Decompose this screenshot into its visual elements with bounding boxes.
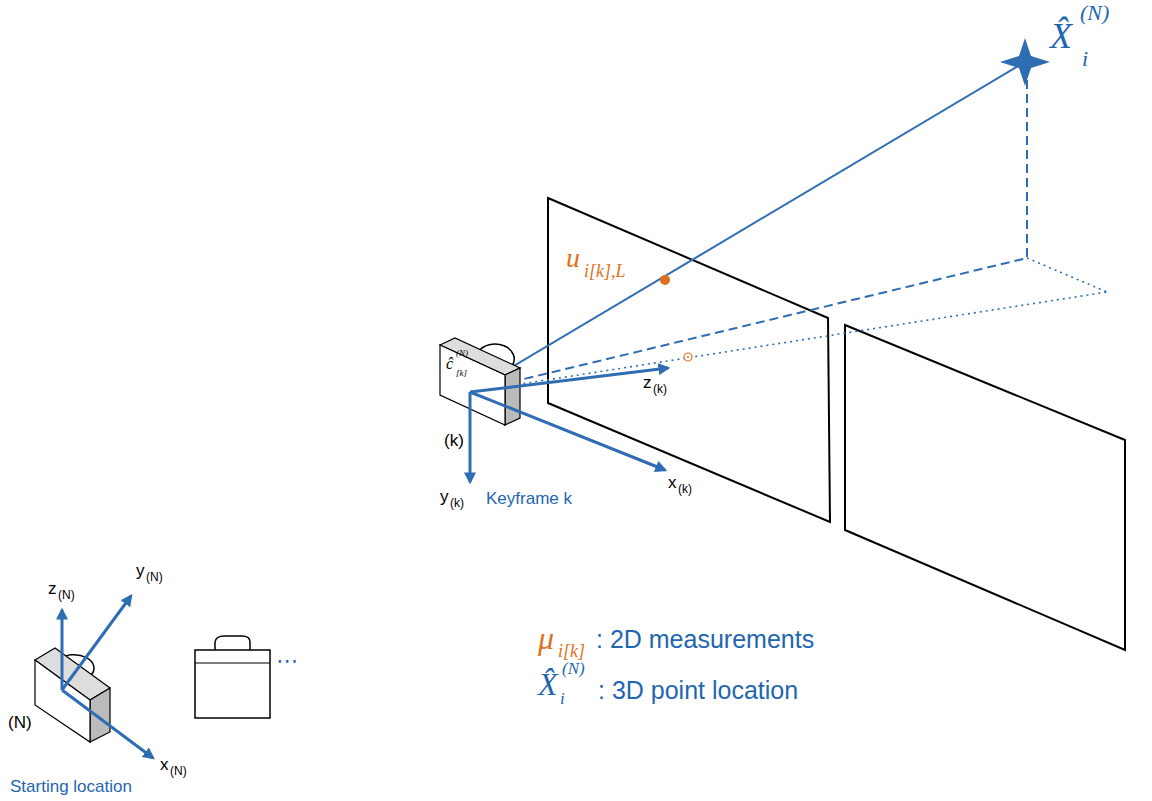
legend-superscript: (N) xyxy=(562,660,585,677)
camera-label: (N) xyxy=(8,714,32,731)
measurement-symbol: u xyxy=(566,244,580,272)
point-subscript: i xyxy=(1082,48,1088,70)
axis-label: x xyxy=(160,756,169,773)
image-plane xyxy=(548,198,830,522)
keyframe-caption: Keyframe k xyxy=(486,490,572,507)
starting-caption: Starting location xyxy=(10,778,132,795)
legend-subscript: i[k] xyxy=(558,642,585,660)
dashed-projection xyxy=(470,258,1027,392)
axis-arrow xyxy=(470,392,665,470)
dotted-base xyxy=(1027,258,1107,292)
legend-subscript: i xyxy=(560,690,565,707)
ellipsis: ⋯ xyxy=(276,650,298,672)
point-superscript: (N) xyxy=(1080,2,1109,24)
legend-symbol: X̂ xyxy=(538,668,558,700)
measurement-dot xyxy=(660,275,670,285)
axis-arrow xyxy=(470,368,668,392)
principal-point xyxy=(684,353,692,361)
axis-subscript: (N) xyxy=(146,571,163,583)
camera-center-superscript: (N) xyxy=(456,349,468,358)
dashed-drop xyxy=(1026,80,1028,258)
measurement-subscript: i[k],L xyxy=(584,262,626,280)
legend-text: : 3D point location xyxy=(598,678,798,703)
axis-label: y xyxy=(136,562,145,579)
ray-line xyxy=(470,62,1025,392)
point-star xyxy=(1000,38,1050,86)
axis-subscript: (N) xyxy=(170,765,187,777)
axis-arrow xyxy=(62,596,131,690)
axis-label: y xyxy=(440,488,449,505)
point-symbol: X̂ xyxy=(1050,18,1072,54)
camera-side xyxy=(505,368,520,425)
axis-subscript: (k) xyxy=(678,483,692,495)
camera-center-symbol: ĉ xyxy=(446,356,453,372)
camera-front-view xyxy=(195,650,270,718)
camera-center-subscript: [k] xyxy=(456,369,467,378)
image-plane xyxy=(845,325,1125,650)
camera-edge xyxy=(195,662,270,663)
legend-symbol: μ xyxy=(538,622,554,654)
axis-arrow xyxy=(61,610,64,690)
axis-subscript: (k) xyxy=(450,497,464,509)
axis-subscript: (k) xyxy=(653,383,667,395)
camera-front xyxy=(440,345,505,425)
axis-label: z xyxy=(643,374,652,391)
axis-arrow xyxy=(469,392,472,482)
axis-label: z xyxy=(48,580,57,597)
legend-text: : 2D measurements xyxy=(596,627,814,652)
camera-label: (k) xyxy=(444,432,464,449)
principal-point-dot xyxy=(687,356,689,358)
dotted-axis xyxy=(470,292,1107,392)
camera-handle xyxy=(215,636,250,650)
axis-subscript: (N) xyxy=(58,589,75,601)
axis-arrow xyxy=(62,690,153,758)
axis-label: x xyxy=(668,474,677,491)
